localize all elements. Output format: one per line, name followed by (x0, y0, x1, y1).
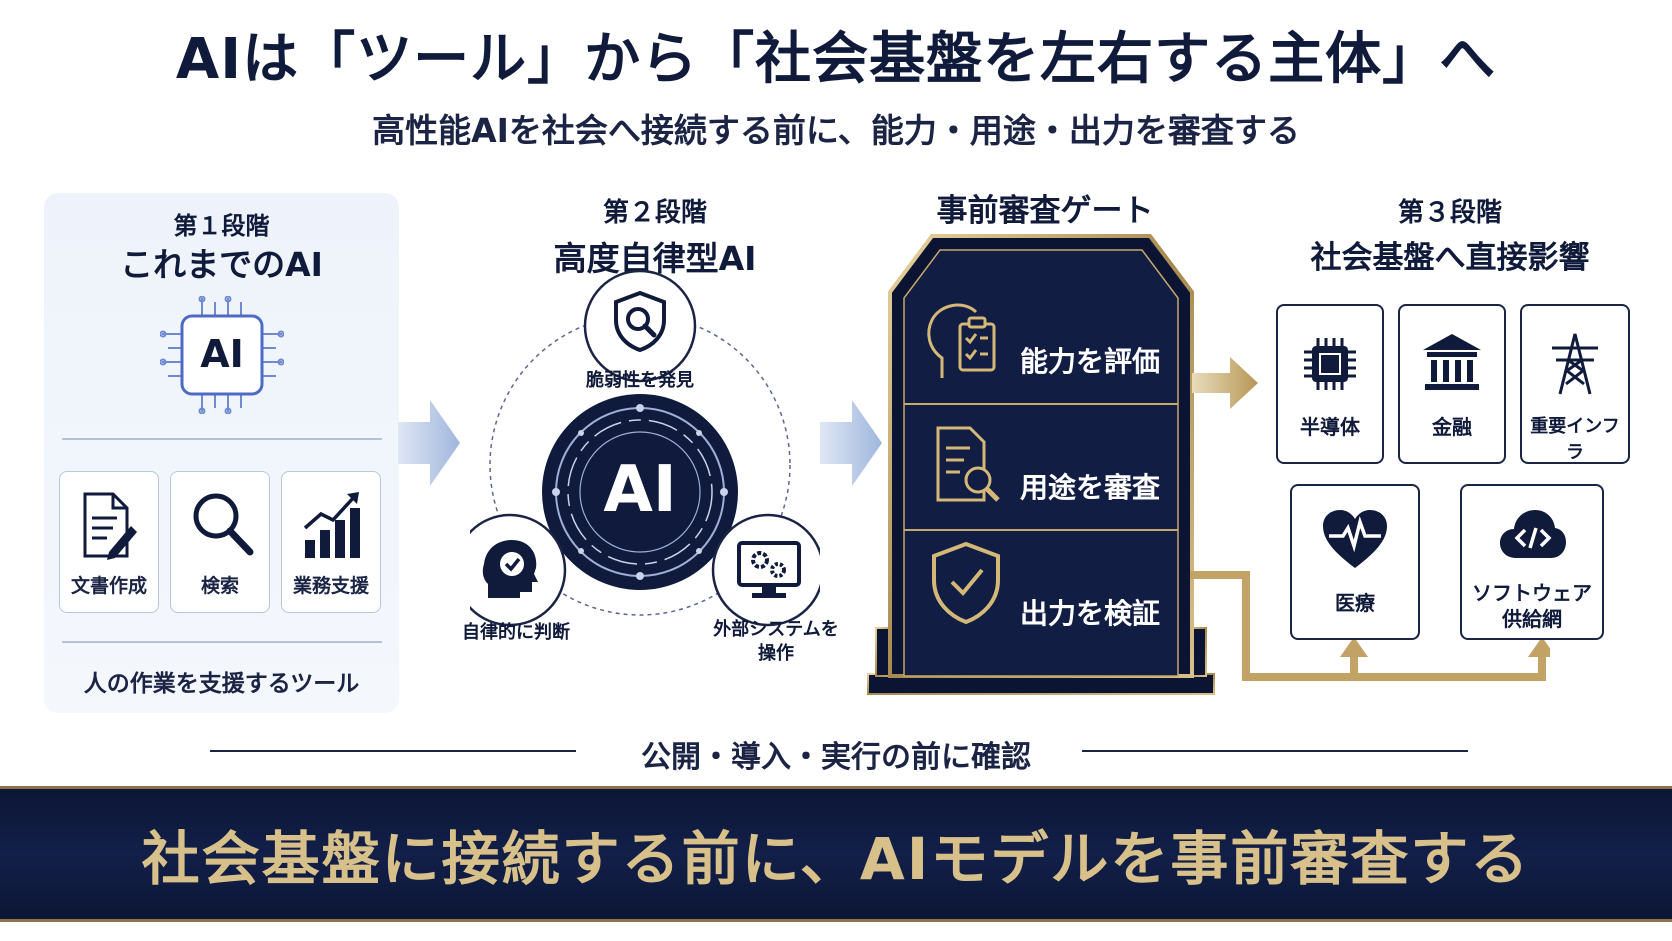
gate-item-capability: 能力を評価 (1020, 345, 1161, 378)
card-label: 業務支援 (292, 575, 369, 597)
card-business-support: 業務支援 (281, 471, 381, 613)
stage2-step: 第２段階 (602, 198, 707, 228)
stage3-step: 第３段階 (1397, 198, 1502, 228)
ai-chip-label: AI (200, 332, 244, 376)
sector-label: 金融 (1432, 415, 1472, 439)
divider-right (1082, 750, 1468, 752)
node-label-vulnerability: 脆弱性を発見 (586, 370, 694, 391)
sector-label: 半導体 (1300, 415, 1360, 439)
node-vulnerability (583, 270, 697, 383)
shield-check-icon (932, 541, 1000, 625)
document-search-icon (936, 426, 1000, 502)
confirm-caption: 公開・導入・実行の前に確認 (641, 740, 1031, 775)
card-label: 検索 (200, 575, 239, 597)
bottom-banner (0, 786, 1672, 922)
arrow-right-icon (398, 400, 460, 486)
document-edit-icon (83, 492, 137, 560)
magnifier-icon (193, 493, 254, 556)
stage1-panel (44, 193, 399, 713)
ai-chip-icon (160, 296, 284, 414)
power-tower-icon (1552, 333, 1598, 395)
bank-icon (1423, 334, 1481, 390)
card-label: 文書作成 (70, 575, 147, 597)
gate-item-output: 出力を検証 (1020, 597, 1161, 630)
stage1-title: これまでのAI (120, 245, 323, 284)
sector-healthcare: 医療 (1290, 484, 1420, 640)
sector-label: 重要インフラ (1530, 416, 1620, 463)
bottom-banner-text: 社会基盤に接続する前に、AIモデルを事前審査する (141, 825, 1531, 893)
sector-semiconductor: 半導体 (1276, 304, 1384, 464)
sector-critical-infrastructure: 重要インフラ (1520, 304, 1630, 464)
ai-core-label: AI (603, 453, 677, 527)
arrow-right-icon (820, 400, 882, 486)
gate-item-usage: 用途を審査 (1020, 471, 1161, 504)
head-checklist-icon (927, 303, 996, 378)
subtitle: 高性能AIを社会へ接続する前に、能力・用途・出力を審査する (372, 111, 1300, 150)
stage1-caption: 人の作業を支援するツール (83, 671, 360, 697)
node-label-judgement: 自律的に判断 (462, 622, 570, 643)
bar-chart-growth-icon (303, 492, 360, 558)
divider (62, 438, 382, 440)
node-label-operate: 外部システムを 操作 (713, 619, 839, 664)
heart-pulse-icon (1323, 510, 1387, 568)
stage1-step: 第１段階 (173, 212, 270, 240)
monitor-gears-icon (737, 541, 801, 598)
review-gate (867, 234, 1215, 695)
ai-core (542, 394, 738, 590)
gold-arrow-right-icon (1192, 357, 1258, 409)
card-search: 検索 (170, 471, 270, 613)
sector-software-supply-chain: ソフトウェア 供給網 (1460, 484, 1604, 640)
divider-left (210, 750, 576, 752)
head-check-icon (482, 540, 538, 598)
cloud-code-icon (1500, 510, 1566, 558)
gate-title: 事前審査ゲート (936, 193, 1154, 229)
divider (62, 641, 382, 643)
sector-label: 医療 (1335, 591, 1375, 615)
shield-search-icon (614, 290, 666, 352)
main-title: AIは「ツール」から「社会基盤を左右する主体」へ (175, 27, 1497, 92)
sector-finance: 金融 (1398, 304, 1506, 464)
sector-label: ソフトウェア 供給網 (1472, 581, 1592, 631)
card-document-writing: 文書作成 (59, 471, 159, 613)
gold-connector (1190, 571, 1550, 681)
chip-icon (1304, 338, 1356, 390)
stage2-title: 高度自律型AI (553, 239, 757, 278)
stage3-title: 社会基盤へ直接影響 (1310, 240, 1590, 276)
